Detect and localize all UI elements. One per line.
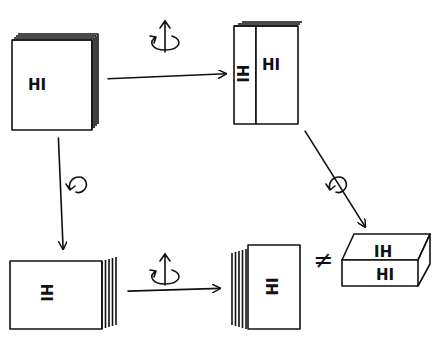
book: HI — [10, 30, 102, 132]
cover-title: HI — [38, 283, 53, 301]
cover-title: HI — [234, 64, 249, 82]
book-outline — [8, 255, 122, 331]
connector-arrow — [128, 288, 220, 291]
rotation-curl — [150, 36, 179, 50]
not-equal-sign: ≠ — [311, 248, 335, 272]
cover-title: HI — [28, 78, 46, 93]
book: HI — [8, 255, 122, 331]
book: HI HI — [340, 232, 432, 288]
cover-title: HI — [374, 242, 392, 257]
connector-arrow — [108, 74, 226, 79]
book: HI — [226, 243, 302, 331]
connector-arrow — [305, 131, 365, 227]
book: HI HI — [232, 18, 304, 126]
rotation-curl — [66, 177, 86, 193]
cover-title: HI — [266, 277, 281, 295]
axis-arrow — [160, 21, 170, 52]
cover-title: HI — [262, 58, 280, 73]
book-outline — [10, 30, 102, 132]
book-outline — [226, 243, 302, 331]
cover-title: HI — [376, 268, 394, 283]
rotation-curl — [150, 270, 179, 284]
axis-arrow — [160, 254, 170, 285]
connector-arrow — [58, 138, 63, 249]
